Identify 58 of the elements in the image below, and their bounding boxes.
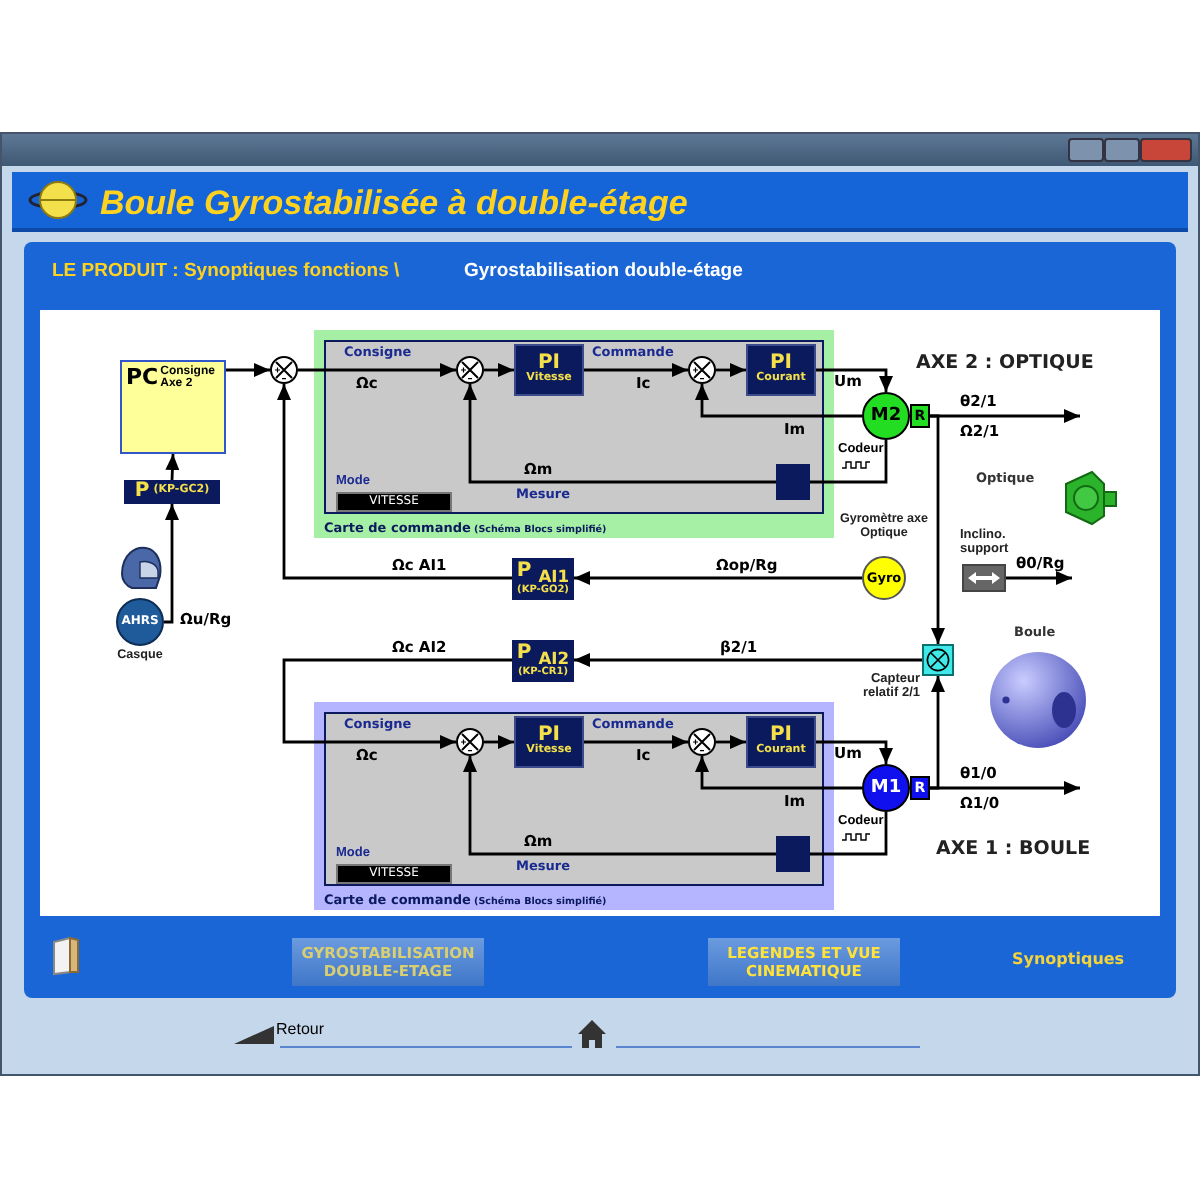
arrow <box>716 363 746 377</box>
arrow <box>695 384 862 418</box>
connector-line <box>810 812 888 856</box>
back-link: Retour <box>276 1022 325 1040</box>
gain-block <box>124 480 220 504</box>
block-label: PI <box>537 726 561 747</box>
computer-block <box>120 360 226 454</box>
measurement-block <box>776 464 810 500</box>
block-label: PI <box>537 354 561 375</box>
arrow <box>574 653 922 667</box>
connector-line <box>810 440 888 484</box>
page-title: Boule Gyrostabilisée à double-étage <box>100 184 688 224</box>
arrow <box>165 453 180 481</box>
arrow <box>816 368 893 392</box>
block-label: P <box>134 482 150 502</box>
arrow <box>584 735 688 749</box>
arrow <box>298 363 456 377</box>
mode-display <box>336 864 452 884</box>
control-board <box>314 702 834 910</box>
measurement-block <box>776 836 810 872</box>
breadcrumb-text: LE PRODUIT : Synoptiques fonctions \ <box>52 262 400 283</box>
arrow <box>930 676 945 790</box>
arrow <box>574 571 862 585</box>
block-label: PI <box>769 726 793 747</box>
arrow <box>584 363 688 377</box>
arrow <box>164 504 179 624</box>
arrow <box>484 735 514 749</box>
arrow <box>695 756 862 790</box>
arrow <box>1006 571 1072 585</box>
arrow <box>226 363 270 377</box>
arrow <box>277 384 512 580</box>
mode-display <box>336 492 452 512</box>
pi-controller-block <box>746 344 816 396</box>
resolver-block <box>910 404 930 428</box>
arrow <box>816 740 893 764</box>
pi-controller-block <box>514 344 584 396</box>
block-label: P $_{AI2}$ <box>516 644 570 668</box>
gain-block <box>512 640 574 682</box>
control-board <box>314 330 834 538</box>
arrow <box>484 363 514 377</box>
gain-block <box>512 558 574 600</box>
axis-title: AXE 1 : BOULE <box>936 840 1091 861</box>
arrow <box>716 735 746 749</box>
block-label: PI <box>769 354 793 375</box>
axis-title: AXE 2 : OPTIQUE <box>916 354 1094 375</box>
document-link: Synoptiques <box>1012 952 1125 970</box>
page-heading: Gyrostabilisation double-étage <box>464 262 743 283</box>
block-label: PC <box>126 366 159 388</box>
arrow <box>282 658 512 749</box>
arrow <box>463 384 776 484</box>
arrow <box>463 756 776 856</box>
arrow <box>930 414 945 644</box>
pi-controller-block <box>746 716 816 768</box>
block-label: M1 <box>870 779 902 797</box>
block-label: P $_{AI1}$ <box>516 562 570 586</box>
pi-controller-block <box>514 716 584 768</box>
resolver-block <box>910 776 930 800</box>
block-label: M2 <box>870 407 902 425</box>
